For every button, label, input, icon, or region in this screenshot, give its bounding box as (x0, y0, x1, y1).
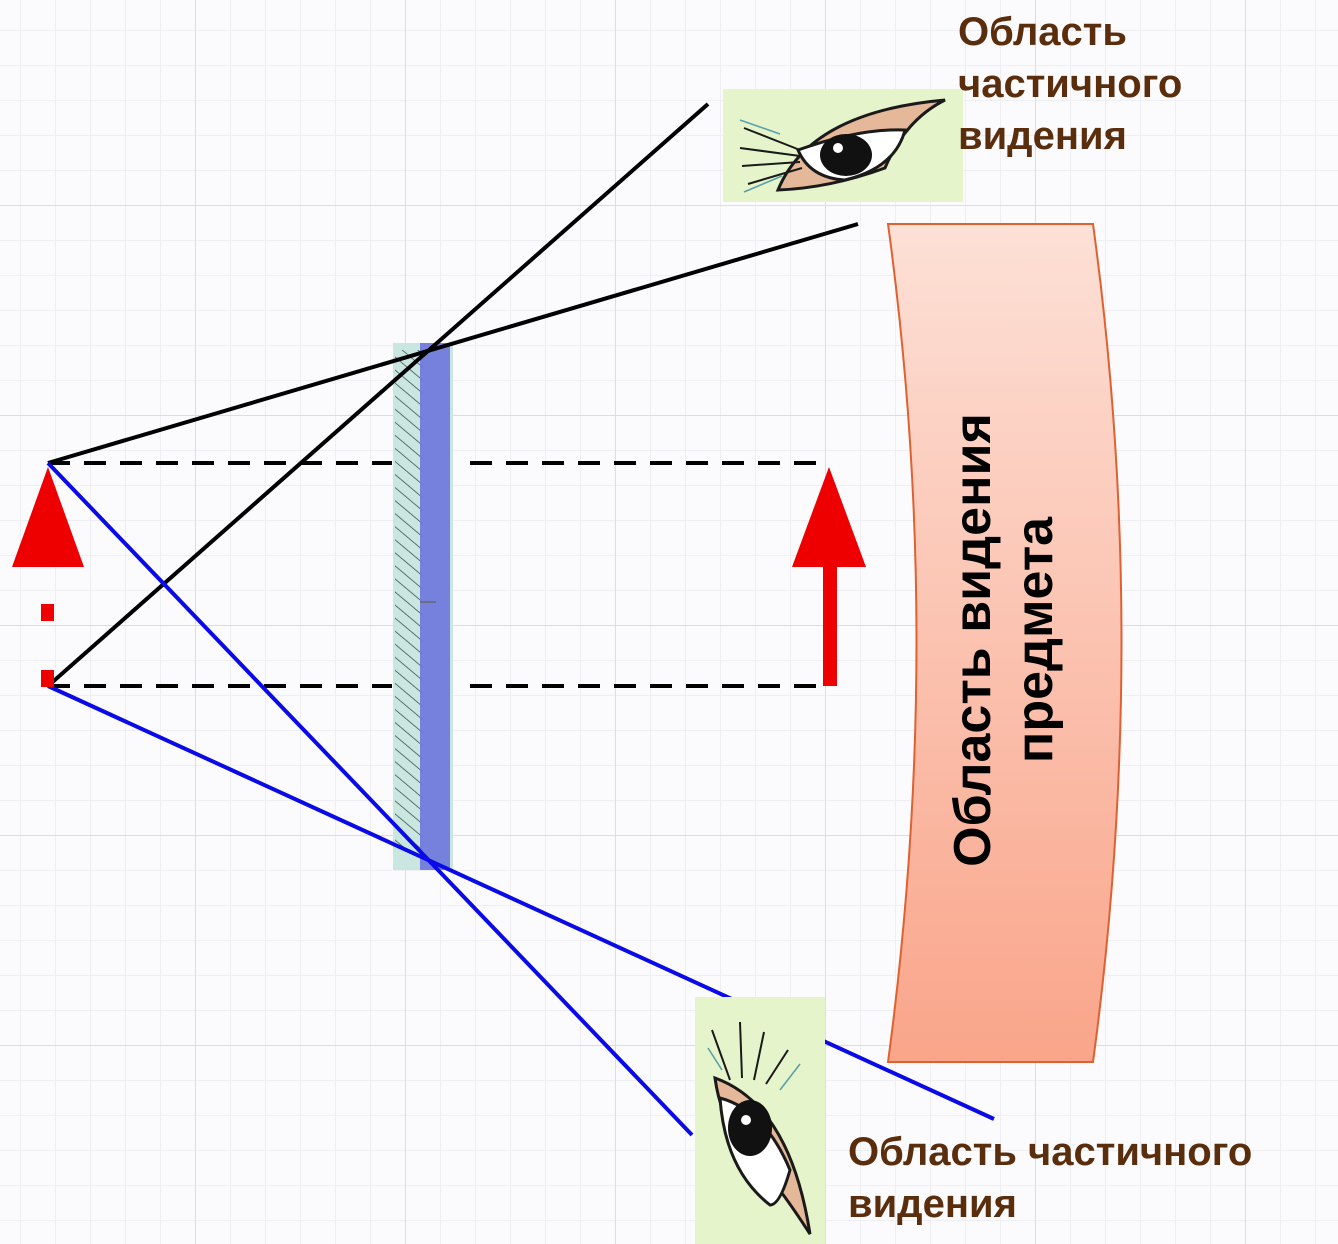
black-rays (46, 102, 859, 688)
plane-mirror-icon (393, 343, 453, 870)
caption-partial-vision-bottom: Область частичного видения (848, 1130, 1253, 1226)
image-arrow-icon (792, 467, 866, 686)
blue-rays (46, 461, 995, 1137)
blue-ray-from-top (46, 461, 694, 1137)
caption-partial-vision-top: Область частичного видения (958, 10, 1183, 158)
object-vision-region (886, 223, 1123, 1063)
blue-ray-from-bottom (47, 684, 995, 1121)
object-arrow-icon (12, 467, 84, 687)
eye-icon-bottom (695, 997, 825, 1244)
black-ray-from-top (47, 222, 859, 465)
object-vision-region-label: Область видения предмета (944, 413, 1064, 867)
dashed-construction-lines (48, 461, 830, 688)
black-ray-from-bottom (46, 102, 710, 688)
eye-icon-top (723, 89, 963, 202)
